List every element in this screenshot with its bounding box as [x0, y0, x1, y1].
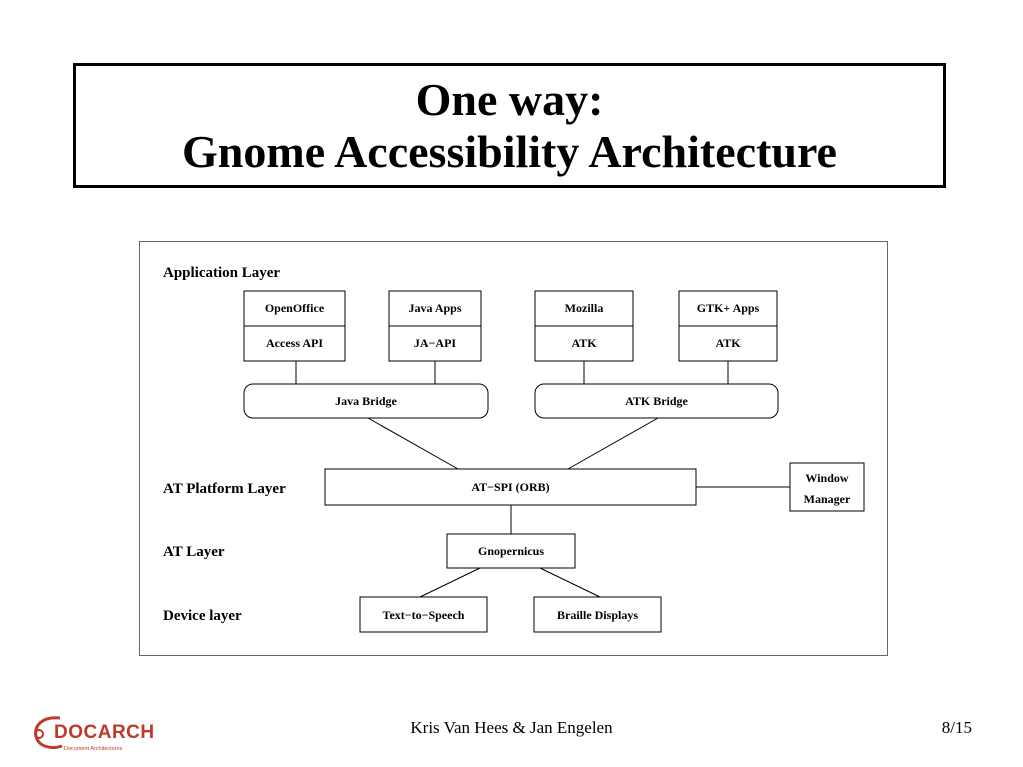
atk-bridge-label: ATK Bridge: [625, 394, 688, 408]
layer-label-at: AT Layer: [163, 544, 225, 560]
connector-atkbridge-atspi: [567, 417, 659, 470]
app-api-mozilla: ATK: [571, 336, 597, 350]
app-name-mozilla: Mozilla: [565, 301, 604, 315]
logo-ring: [34, 729, 44, 739]
layer-label-at-platform: AT Platform Layer: [163, 481, 286, 497]
app-name-gtkapps: GTK+ Apps: [697, 301, 760, 315]
connector-gnopernicus-tts: [419, 567, 481, 598]
slide-title-line2: Gnome Accessibility Architecture: [182, 125, 837, 177]
window-manager-label-line1: Window: [805, 471, 848, 485]
app-api-gtkapps: ATK: [715, 336, 741, 350]
connector-gnopernicus-braille: [539, 567, 601, 598]
window-manager-box: Window Manager: [789, 462, 865, 512]
app-box-gtkapps: GTK+ Apps ATK: [678, 290, 778, 362]
slide-title-line1: One way:: [415, 73, 604, 125]
footer-authors: Kris Van Hees & Jan Engelen: [410, 718, 613, 737]
architecture-diagram-svg: Application Layer AT Platform Layer AT L…: [163, 265, 865, 633]
tts-label: Text−to−Speech: [383, 608, 465, 622]
gnopernicus-box: Gnopernicus: [446, 533, 576, 569]
connector-javabridge-atspi: [367, 417, 459, 470]
architecture-diagram: Application Layer AT Platform Layer AT L…: [139, 241, 888, 656]
app-api-javaapps: JA−API: [414, 336, 457, 350]
braille-label: Braille Displays: [557, 608, 638, 622]
at-spi-box: AT−SPI (ORB): [324, 468, 697, 506]
tts-box: Text−to−Speech: [359, 596, 488, 633]
logo-text: DOCARCH: [54, 722, 155, 743]
logo-subtext: Document Architectures: [64, 746, 123, 752]
docarch-logo: DOCARCH Document Architectures: [34, 716, 155, 752]
at-spi-label: AT−SPI (ORB): [471, 480, 549, 494]
app-box-javaapps: Java Apps JA−API: [388, 290, 482, 362]
window-manager-label-line2: Manager: [804, 492, 851, 506]
gnopernicus-label: Gnopernicus: [478, 544, 544, 558]
app-box-mozilla: Mozilla ATK: [534, 290, 634, 362]
layer-label-device: Device layer: [163, 608, 242, 624]
app-box-openoffice: OpenOffice Access API: [243, 290, 346, 362]
footer-page-number: 8/15: [941, 718, 972, 737]
java-bridge-box: Java Bridge: [243, 383, 489, 419]
app-name-openoffice: OpenOffice: [265, 301, 325, 315]
app-api-openoffice: Access API: [266, 336, 323, 350]
slide-title-box: One way: Gnome Accessibility Architectur…: [73, 63, 946, 188]
app-name-javaapps: Java Apps: [408, 301, 461, 315]
braille-box: Braille Displays: [533, 596, 662, 633]
layer-label-application: Application Layer: [163, 265, 280, 281]
atk-bridge-box: ATK Bridge: [534, 383, 779, 419]
java-bridge-label: Java Bridge: [335, 394, 397, 408]
